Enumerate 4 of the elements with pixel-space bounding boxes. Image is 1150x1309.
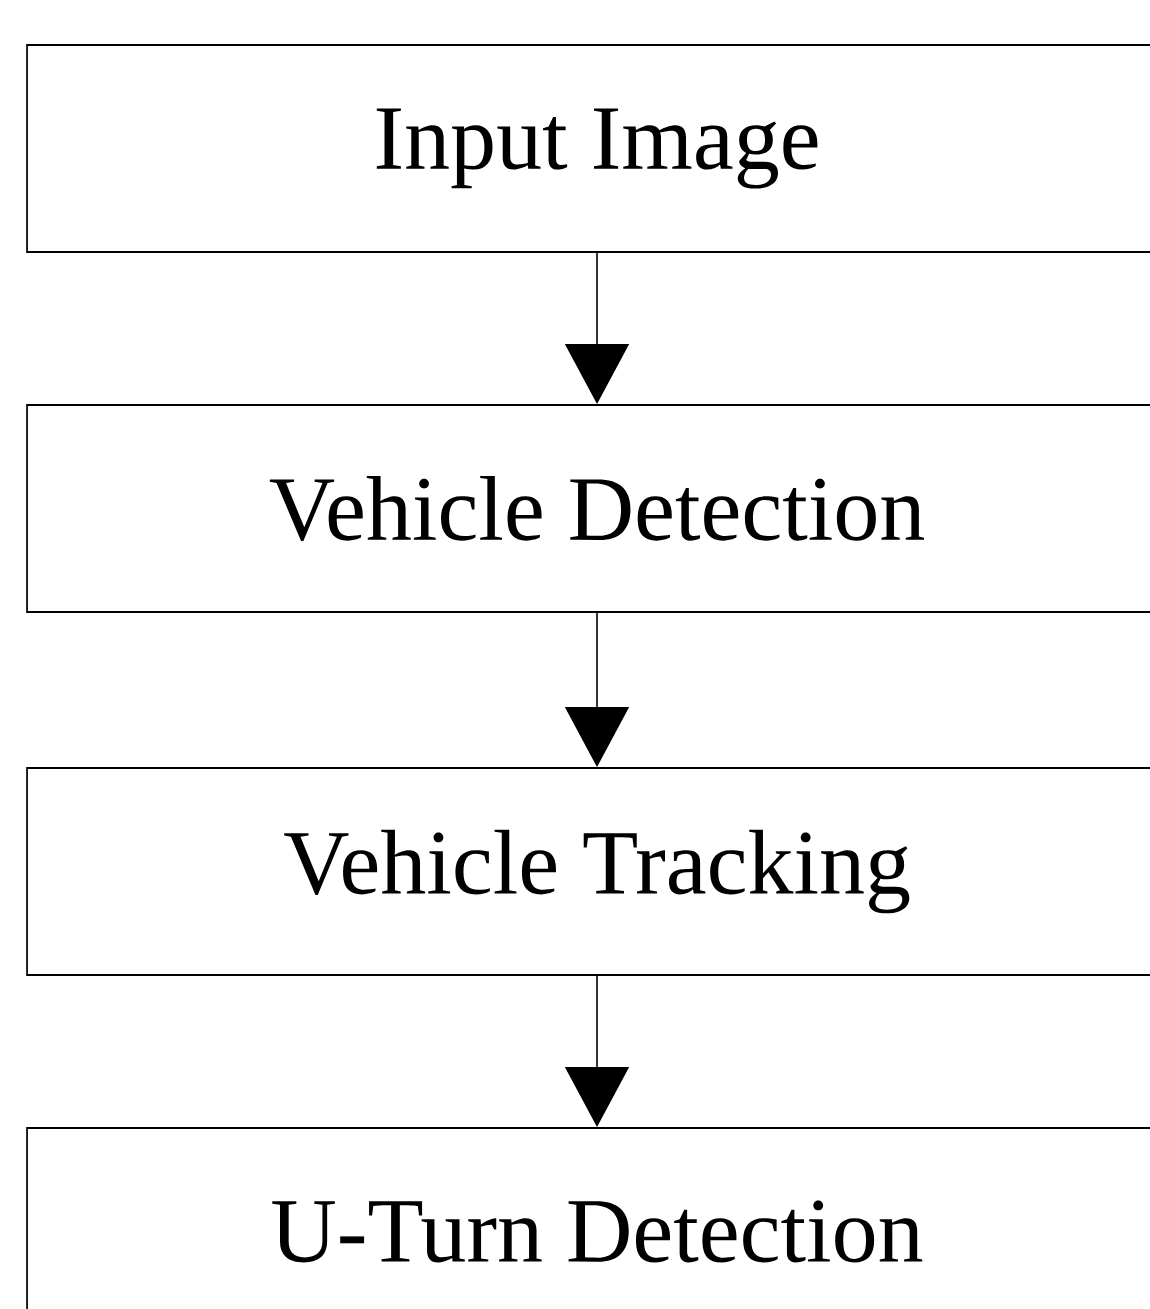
process-box: Vehicle Tracking bbox=[26, 767, 1150, 976]
process-box: U-Turn Detection bbox=[26, 1127, 1150, 1309]
process-box: Input Image bbox=[26, 44, 1150, 253]
process-box: Vehicle Detection bbox=[26, 404, 1150, 613]
